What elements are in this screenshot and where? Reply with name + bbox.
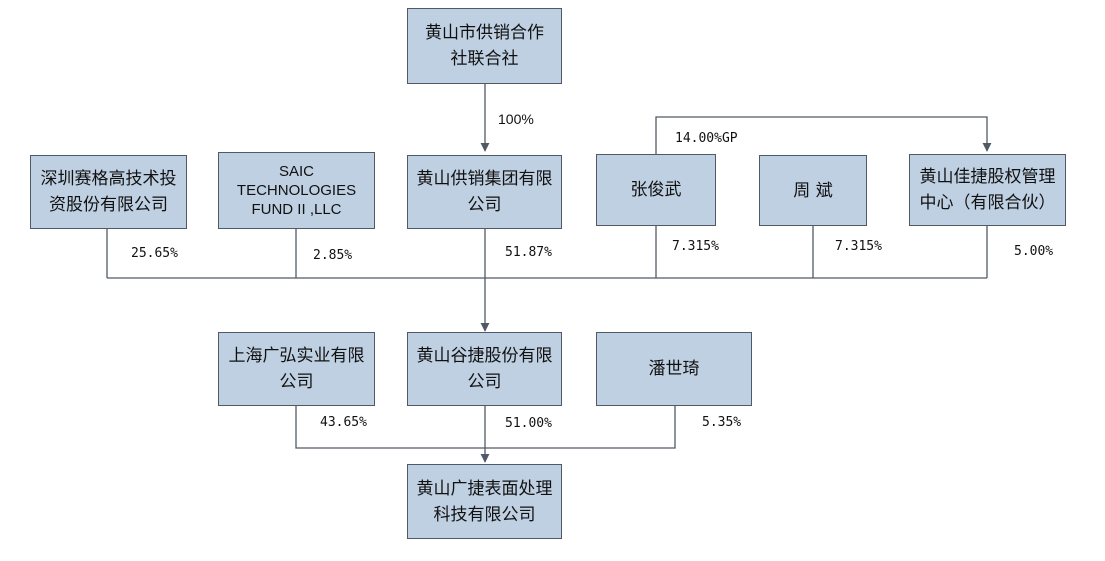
edge-label-saic: 2.85% [313, 248, 353, 263]
node-gujie-label: 黄山谷捷股份有限 公司 [416, 346, 553, 392]
edge-label-jiajie: 5.00% [1014, 244, 1054, 259]
edge-zhang-to-jiajie [655, 116, 992, 154]
edge-label-gujie: 51.00% [505, 416, 552, 431]
node-zhang-junwu: 张俊武 [596, 154, 716, 226]
node-supply-group: 黄山供销集团有限 公司 [407, 155, 562, 229]
edge-label-coop-to-group: 100% [498, 111, 534, 127]
edge-label-pan: 5.35% [702, 415, 742, 430]
edge-label-group: 51.87% [505, 245, 552, 260]
node-gujie: 黄山谷捷股份有限 公司 [407, 332, 562, 406]
node-zhang-junwu-label: 张俊武 [630, 180, 682, 200]
node-zhou-bin: 周 斌 [759, 155, 867, 226]
edge-label-zhang-to-jiajie: 14.00%GP [675, 131, 738, 146]
node-shenzhen-saige: 深圳赛格高技术投 资股份有限公司 [30, 155, 187, 229]
node-guangjie-label: 黄山广捷表面处理 科技有限公司 [416, 478, 553, 525]
node-saic-fund: SAIC TECHNOLOGIES FUND II ,LLC [218, 152, 375, 229]
node-saic-fund-label: SAIC TECHNOLOGIES FUND II ,LLC [236, 163, 357, 218]
node-shenzhen-saige-label: 深圳赛格高技术投 资股份有限公司 [40, 169, 177, 215]
node-pan-shiqi: 潘世琦 [596, 332, 752, 406]
node-pan-shiqi-label: 潘世琦 [648, 359, 700, 379]
node-guangjie: 黄山广捷表面处理 科技有限公司 [407, 464, 562, 539]
edge-label-shanghai: 43.65% [320, 415, 367, 430]
edge-label-shenzhen: 25.65% [131, 246, 178, 261]
node-zhou-bin-label: 周 斌 [793, 180, 833, 201]
node-shanghai-guanghong: 上海广弘实业有限 公司 [218, 332, 375, 406]
node-supply-group-label: 黄山供销集团有限 公司 [416, 169, 553, 215]
node-jiajie-center: 黄山佳捷股权管理 中心（有限合伙） [909, 154, 1066, 226]
node-shanghai-guanghong-label: 上海广弘实业有限 公司 [228, 346, 365, 392]
edge-label-zhang: 7.315% [672, 239, 719, 254]
node-supply-coop-label: 黄山市供销合作 社联合社 [425, 23, 544, 69]
edge-label-zhou: 7.315% [835, 239, 882, 254]
node-supply-coop: 黄山市供销合作 社联合社 [407, 8, 562, 84]
node-jiajie-center-label: 黄山佳捷股权管理 中心（有限合伙） [919, 167, 1056, 213]
